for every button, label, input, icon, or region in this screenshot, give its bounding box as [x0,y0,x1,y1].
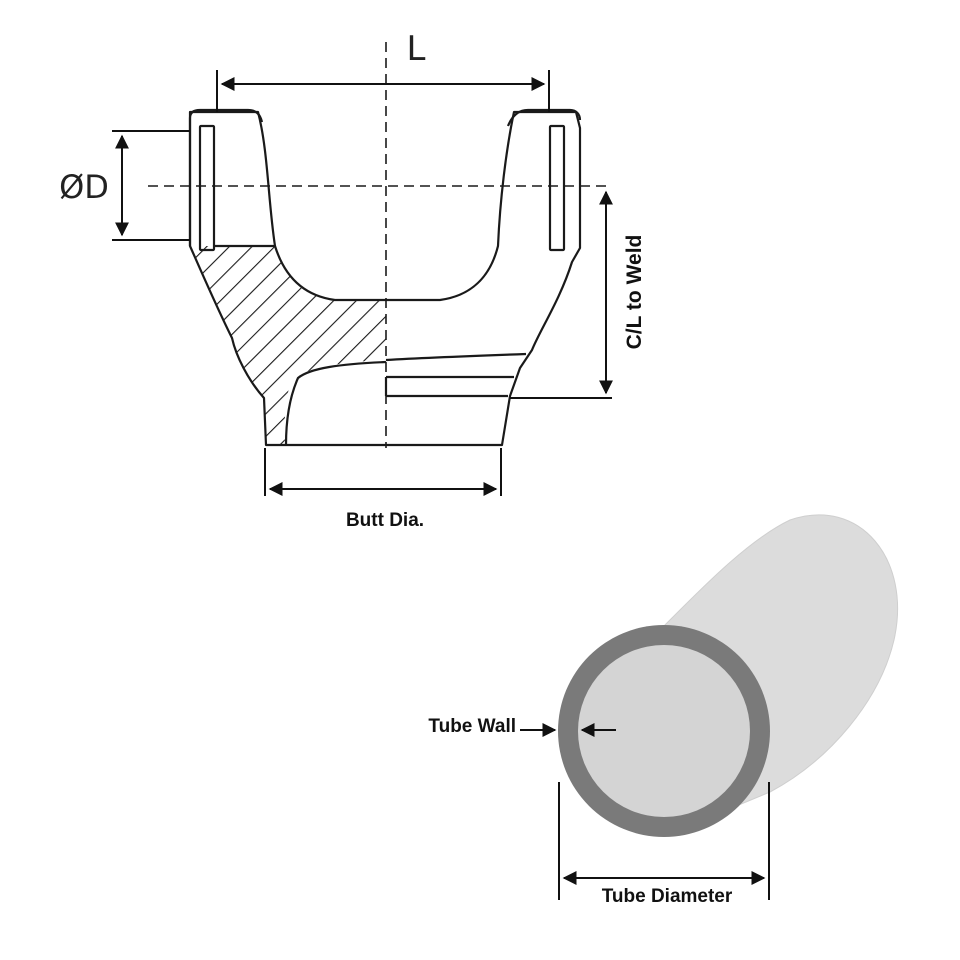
length-dimension [216,70,550,112]
butt-diameter-dimension [264,448,502,496]
tube-diameter-dimension [558,782,770,900]
centerline-to-weld-label: C/L to Weld [623,235,646,350]
tube-diameter-label: Tube Diameter [602,886,733,907]
butt-diameter-label: Butt Dia. [346,510,424,531]
length-label: L [407,29,426,69]
tube-diagram [558,514,899,837]
bore-dimension [112,130,190,241]
yoke-outline [188,110,582,447]
bore-label: ØD [59,168,109,206]
tube-wall-label: Tube Wall [428,716,516,737]
yoke-diagram [148,42,612,448]
yoke-right-bearing-cap [548,124,566,252]
yoke-section-hatch [190,246,386,445]
yoke-left-bearing-cap [198,124,216,252]
yoke-left-ear [188,108,264,246]
tube-inner-bore [578,645,750,817]
yoke-butt-inner [284,352,527,446]
centerline-to-weld-dimension [510,190,613,399]
